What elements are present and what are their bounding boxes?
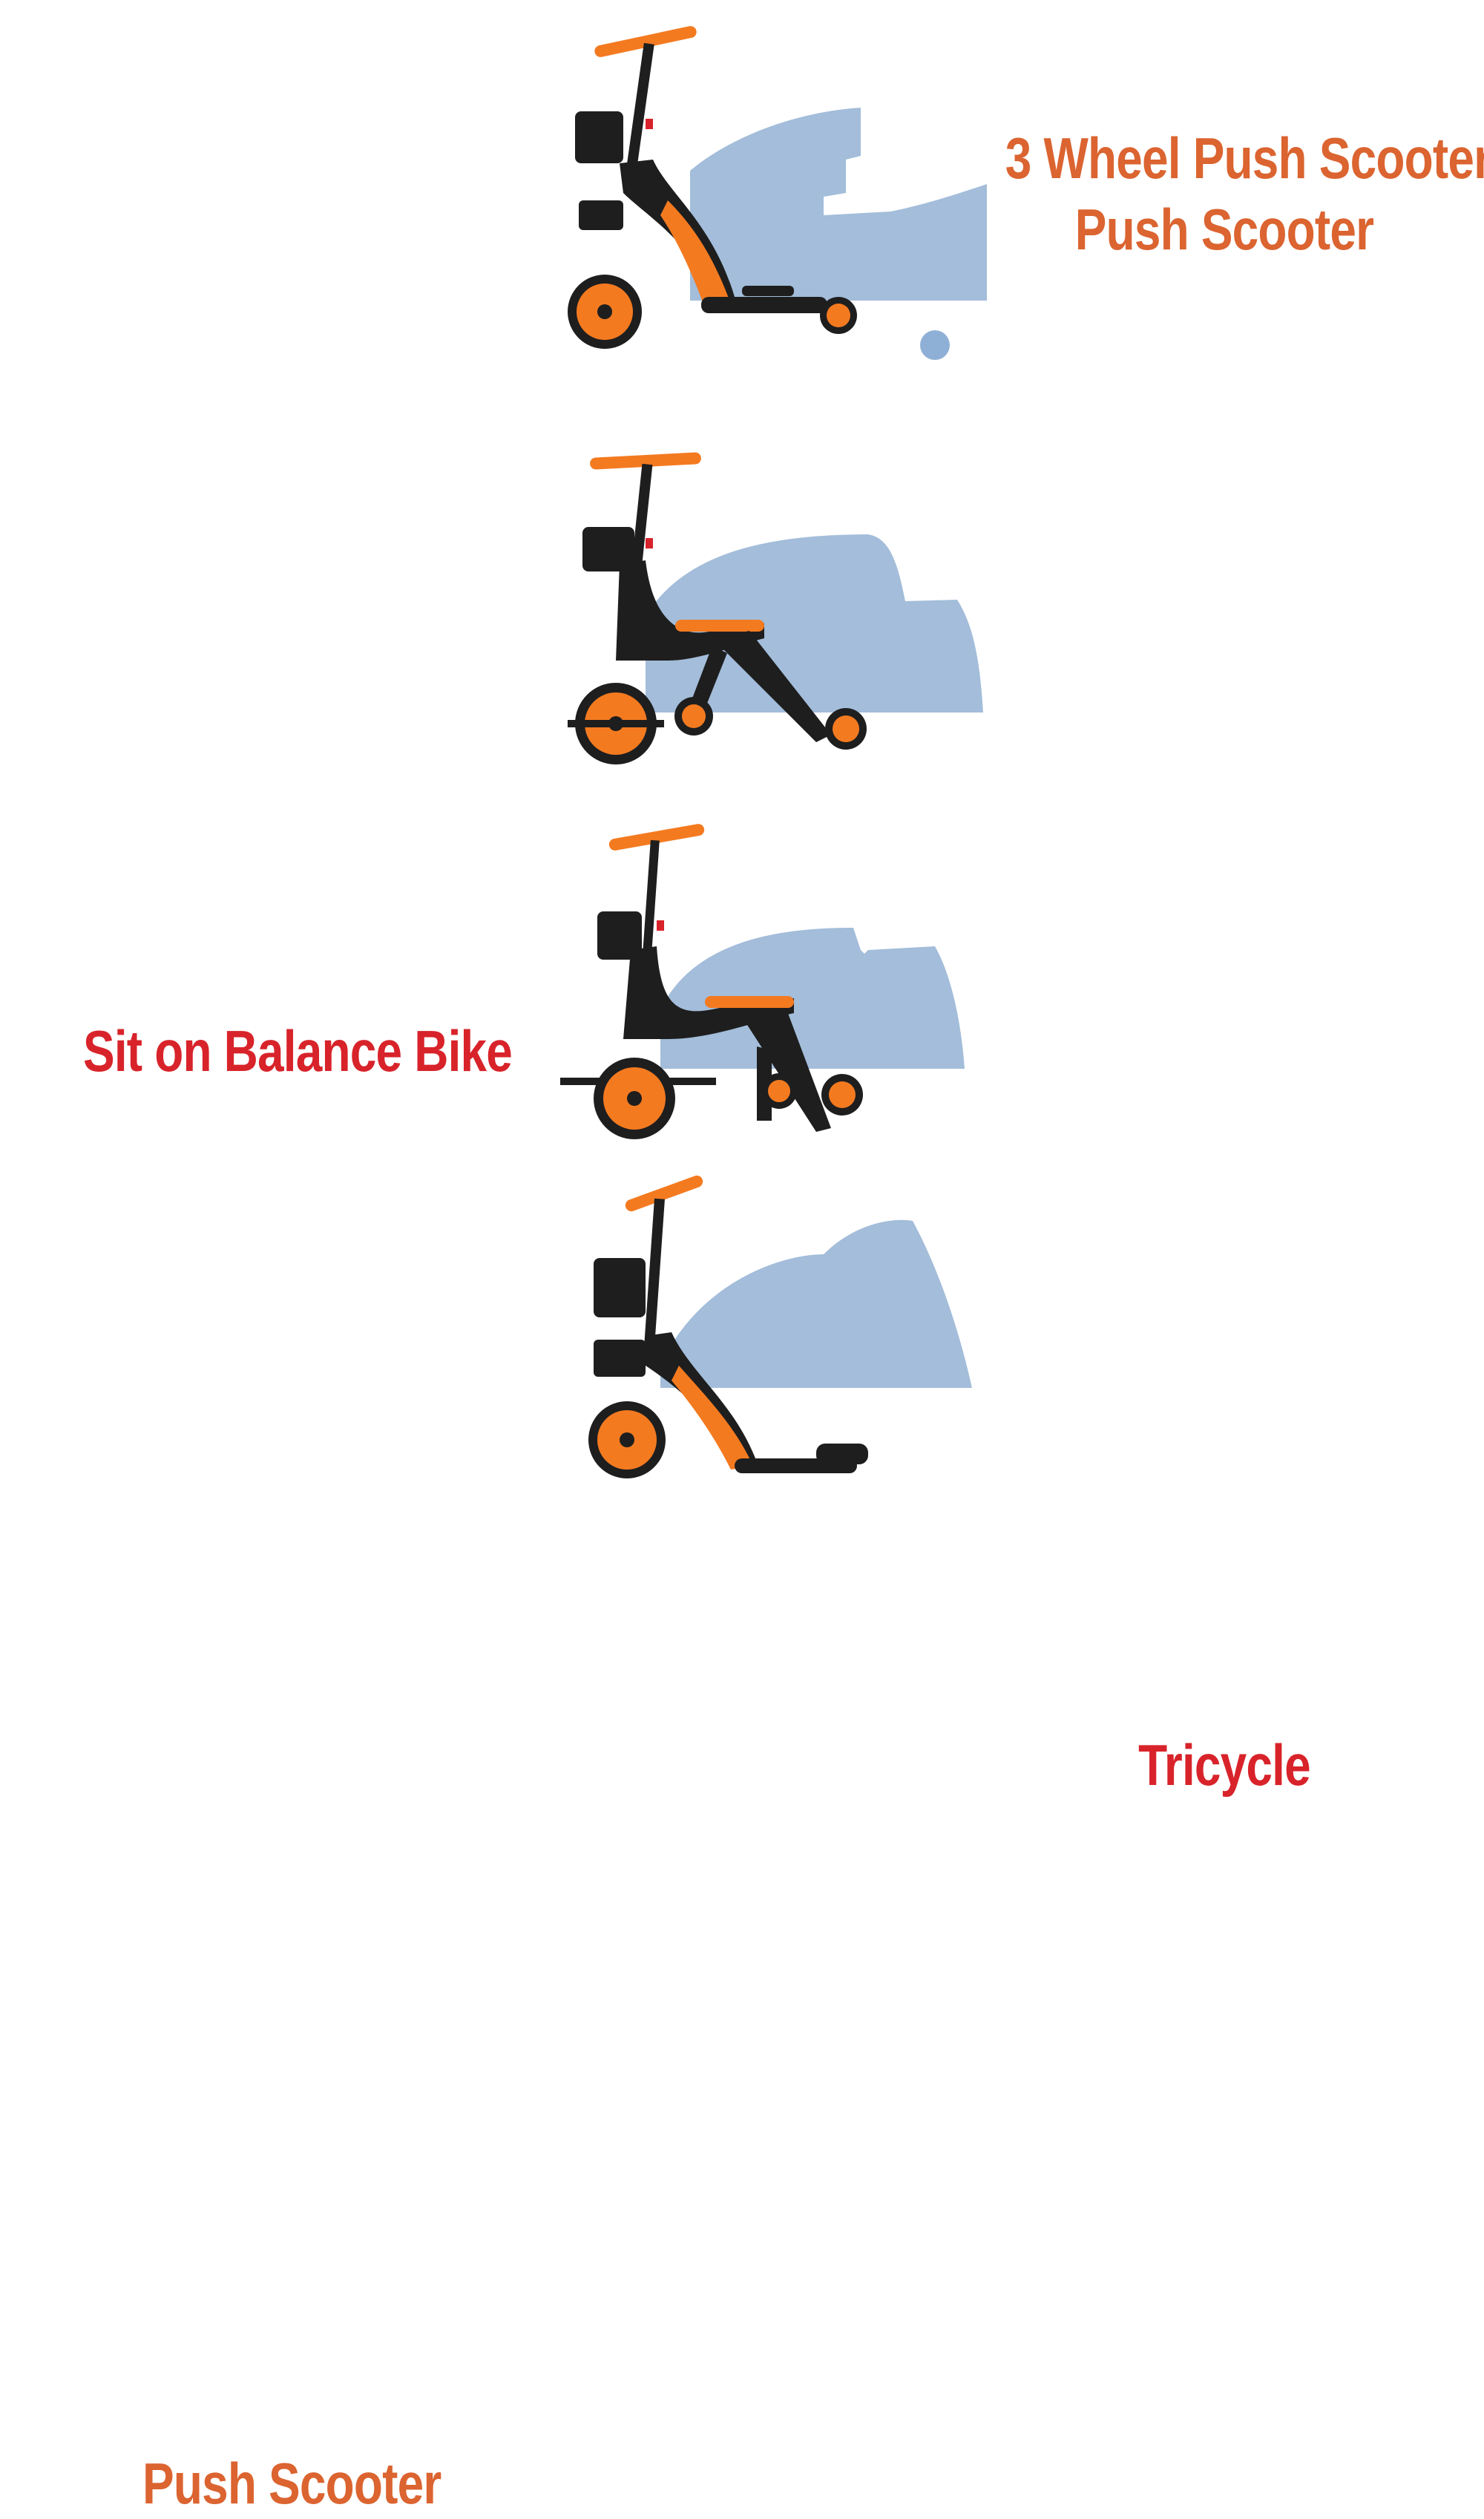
mode-label-balance-bike: Sit on Balance Bike — [83, 1018, 513, 1084]
panel-push-scooter: Push Scooter — [0, 1158, 1484, 2516]
panel-balance-bike: Sit on Balance Bike — [0, 408, 1484, 1084]
backdrop-shape — [690, 108, 987, 301]
mode-label-push-scooter: Push Scooter — [142, 2451, 441, 2516]
ball — [920, 330, 950, 360]
panel-tricycle: Tricycle — [0, 802, 1484, 1798]
label-line: 3 Wheel Push Scooter — [1005, 125, 1484, 191]
backdrop-shape — [660, 1219, 972, 1388]
label-line: Push Scooter — [1074, 197, 1374, 262]
scooter-illustration-1 — [568, 26, 987, 360]
panel-three-wheel-scooter: 3 Wheel Push Scooter Push Scooter — [0, 0, 1484, 371]
scooter-illustration-3 — [560, 824, 965, 1139]
scooter-illustration-2 — [568, 452, 983, 764]
mode-label-three-wheel-scooter: 3 Wheel Push Scooter Push Scooter — [1005, 122, 1484, 265]
scooter-illustration-4 — [588, 1175, 972, 1478]
mode-label-tricycle: Tricycle — [1138, 1732, 1311, 1798]
backdrop-shape — [660, 928, 965, 1069]
backdrop-shape — [646, 534, 983, 713]
